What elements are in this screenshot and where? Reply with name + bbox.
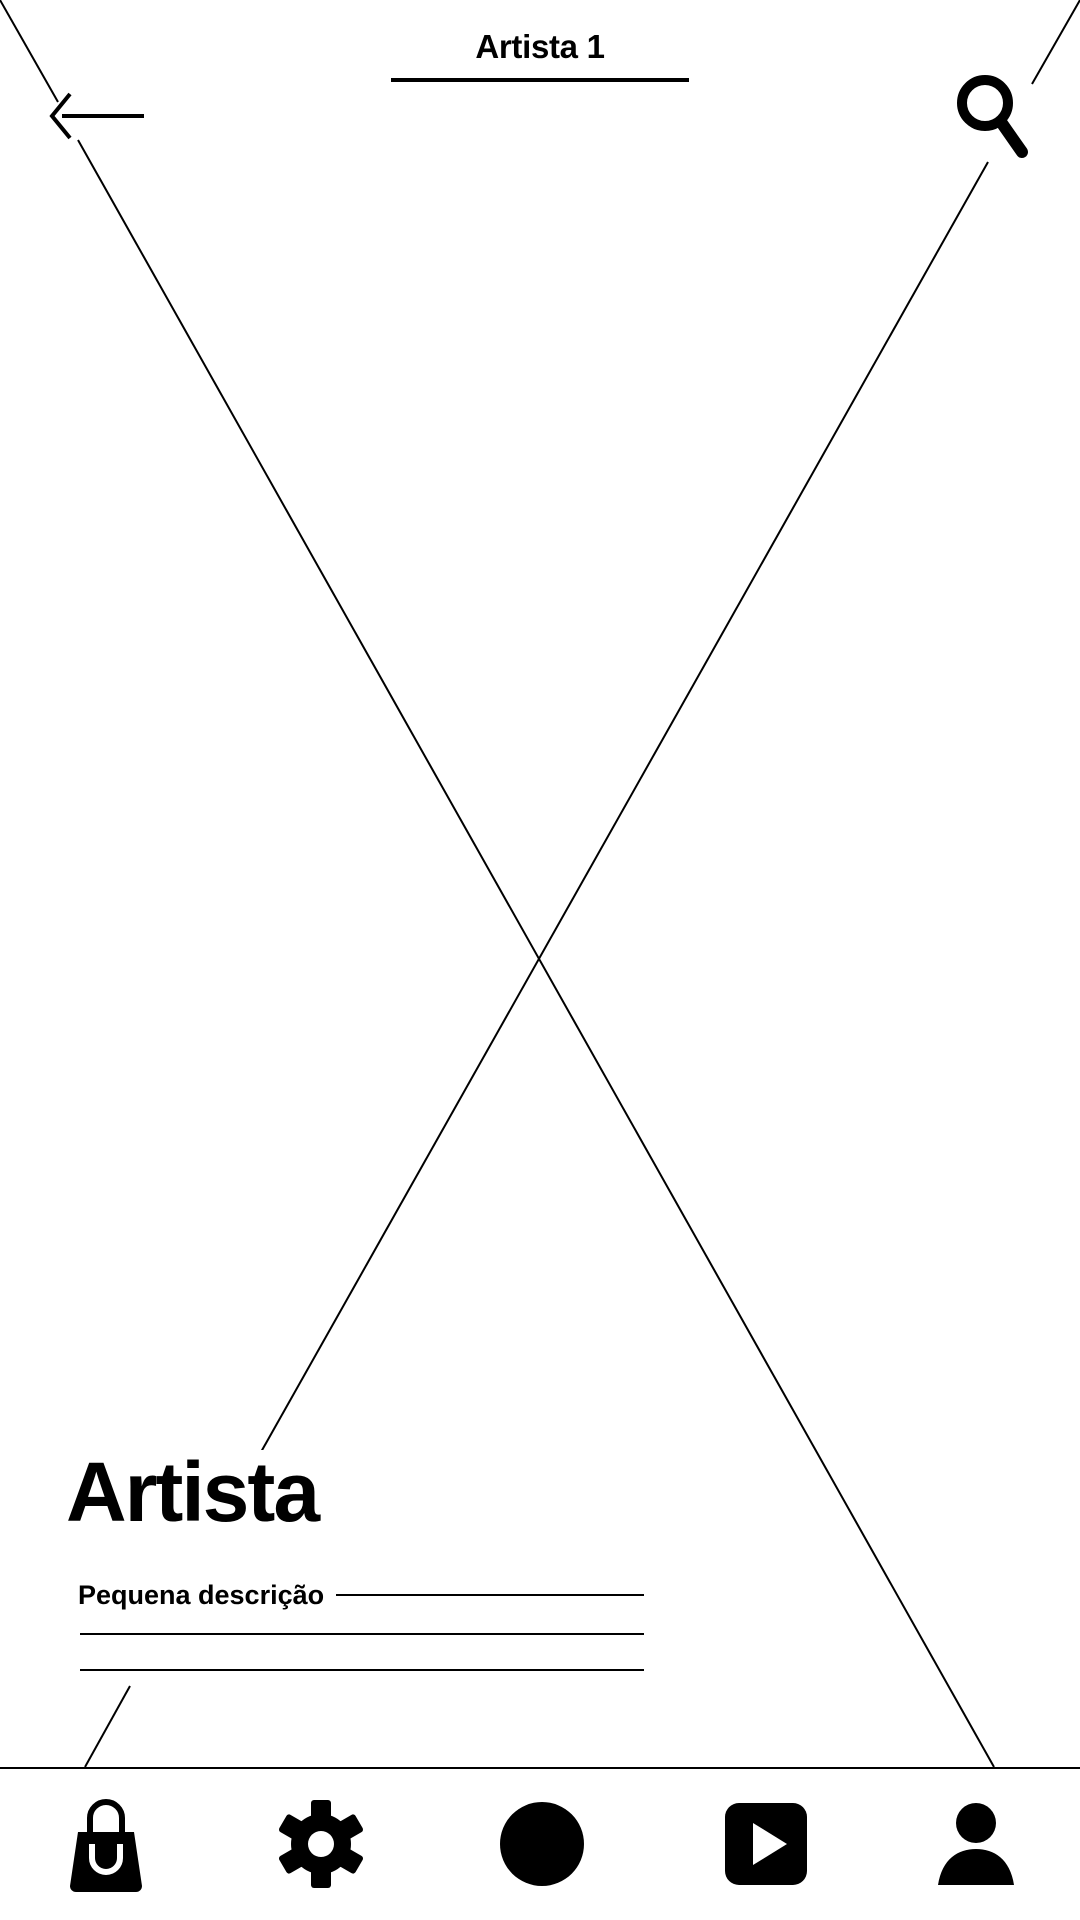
text-placeholder-line bbox=[80, 1633, 644, 1635]
artist-name: Artista bbox=[66, 1450, 325, 1534]
play-icon bbox=[725, 1803, 807, 1885]
arrow-left-icon bbox=[49, 92, 144, 140]
nav-play-button[interactable] bbox=[711, 1789, 821, 1899]
shopping-bag-icon bbox=[70, 1799, 142, 1892]
nav-shop-button[interactable] bbox=[51, 1789, 161, 1899]
artist-description-row: Pequena descrição bbox=[78, 1575, 644, 1615]
text-placeholder-line bbox=[80, 1669, 644, 1671]
search-button[interactable] bbox=[944, 64, 1034, 164]
back-button[interactable] bbox=[42, 82, 154, 144]
page-title: Artista 1 bbox=[391, 28, 689, 82]
gear-icon bbox=[278, 1800, 364, 1888]
search-icon bbox=[957, 75, 1028, 158]
nav-settings-button[interactable] bbox=[266, 1789, 376, 1899]
user-icon bbox=[938, 1803, 1014, 1885]
nav-profile-button[interactable] bbox=[921, 1789, 1031, 1899]
nav-home-button[interactable] bbox=[487, 1789, 597, 1899]
text-placeholder-line bbox=[336, 1594, 644, 1596]
artist-description: Pequena descrição bbox=[78, 1579, 337, 1611]
bottom-navigation bbox=[0, 1767, 1080, 1920]
circle-icon bbox=[500, 1802, 584, 1886]
